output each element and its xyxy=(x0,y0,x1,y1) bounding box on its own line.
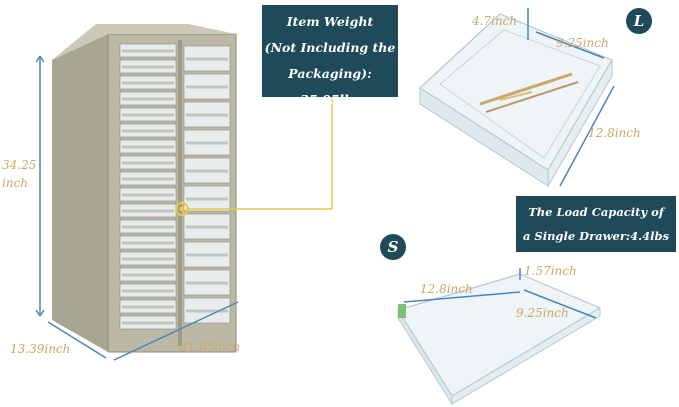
cabinet-depth-label: 13.39inch xyxy=(10,342,71,356)
large-size-badge: L xyxy=(626,8,652,34)
right-drawer-column xyxy=(183,45,231,324)
item-weight-line-1: Item Weight xyxy=(286,14,374,29)
cabinet-height-label: 34.25 inch xyxy=(2,156,36,192)
large-drawer-image xyxy=(419,13,613,188)
right-drawer-handle xyxy=(186,169,228,173)
left-drawer-handle xyxy=(122,289,174,293)
left-drawer-handle xyxy=(122,321,174,325)
item-weight-box: Item Weight (Not Including the Packaging… xyxy=(262,5,398,107)
right-drawer-handle xyxy=(186,113,228,117)
cabinet-depth-line xyxy=(47,321,107,359)
left-drawer-handle xyxy=(122,241,174,245)
item-weight-line-2: (Not Including the xyxy=(264,40,396,55)
left-drawer-handle xyxy=(122,209,174,213)
right-drawer-handle xyxy=(186,85,228,89)
left-drawer-handle xyxy=(122,225,174,229)
right-drawer-handle xyxy=(186,57,228,61)
right-drawer-handle xyxy=(186,197,228,201)
weight-point-marker xyxy=(175,202,189,216)
load-capacity-line-1: The Load Capacity of xyxy=(528,205,664,219)
small-depth-label: 12.8inch xyxy=(420,282,473,296)
left-drawer-handle xyxy=(122,305,174,309)
small-height-label: 1.57inch xyxy=(524,264,577,278)
left-drawer-handle xyxy=(122,81,174,85)
left-drawer-handle xyxy=(122,257,174,261)
small-depth-line xyxy=(403,291,521,303)
large-width-line xyxy=(535,31,605,59)
small-size-badge: S xyxy=(380,234,406,260)
cabinet-top xyxy=(52,24,236,60)
load-capacity-line-2: a Single Drawer:4.4lbs xyxy=(522,229,670,243)
right-drawer-handle xyxy=(186,225,228,229)
left-drawer-handle xyxy=(122,145,174,149)
large-height-label: 4.7inch xyxy=(472,14,518,28)
right-drawer-handle xyxy=(186,253,228,257)
left-drawer-column xyxy=(119,43,177,330)
left-drawer-handle xyxy=(122,97,174,101)
item-weight-line-3: Packaging): 35.05lbs xyxy=(288,66,372,107)
cabinet-width-label: 21.65inch xyxy=(180,340,241,354)
cabinet-width-line xyxy=(113,301,239,361)
left-drawer-handle xyxy=(122,129,174,133)
small-width-line xyxy=(523,289,597,319)
right-drawer-handle xyxy=(186,281,228,285)
small-drawer-image xyxy=(397,273,602,406)
left-drawer-handle xyxy=(122,49,174,53)
cabinet-side xyxy=(52,34,108,352)
left-drawer-handle xyxy=(122,177,174,181)
left-drawer-handle xyxy=(122,65,174,69)
left-drawer-handle xyxy=(122,193,174,197)
left-drawer-handle xyxy=(122,113,174,117)
small-width-label: 9.25inch xyxy=(516,306,569,320)
large-depth-label: 12.8inch xyxy=(588,126,641,140)
right-drawer-handle xyxy=(186,141,228,145)
load-capacity-box: The Load Capacity of a Single Drawer:4.4… xyxy=(516,196,676,252)
left-drawer-handle xyxy=(122,161,174,165)
cabinet-height-unit: inch xyxy=(2,176,29,190)
right-drawer-handle xyxy=(186,309,228,313)
cabinet-height-value: 34.25 xyxy=(2,158,37,172)
left-drawer-handle xyxy=(122,273,174,277)
large-width-label: 9.25inch xyxy=(556,36,609,50)
large-depth-line xyxy=(559,85,615,187)
